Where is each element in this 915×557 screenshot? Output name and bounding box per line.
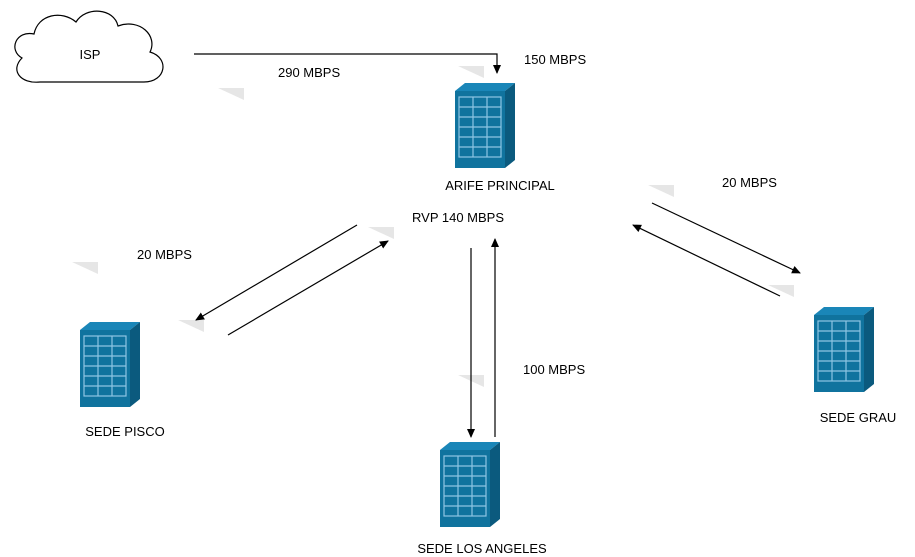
pisco-link-label: 20 MBPS — [137, 247, 192, 262]
office-building-icon — [454, 82, 516, 169]
office-building-icon — [813, 306, 875, 393]
pisco-label: SEDE PISCO — [85, 424, 164, 439]
office-building-icon — [79, 321, 141, 408]
isp-label: ISP — [80, 47, 101, 62]
pisco-node[interactable]: SEDE PISCO — [79, 321, 165, 439]
los-angeles-link-label: 100 MBPS — [523, 362, 585, 377]
principal-node[interactable]: ARIFE PRINCIPAL — [445, 82, 555, 193]
grau-link-label: 20 MBPS — [722, 175, 777, 190]
isp-node[interactable]: ISP — [14, 10, 164, 83]
grau-link[interactable] — [632, 202, 801, 297]
grau-label: SEDE GRAU — [820, 410, 897, 425]
principal-uplink-label: 150 MBPS — [524, 52, 586, 67]
office-building-icon — [439, 441, 501, 528]
los-angeles-link[interactable] — [467, 238, 499, 438]
isp-link[interactable] — [194, 53, 501, 74]
los-angeles-label: SEDE LOS ANGELES — [417, 541, 547, 556]
grau-node[interactable]: SEDE GRAU — [813, 306, 897, 425]
principal-label: ARIFE PRINCIPAL — [445, 178, 555, 193]
cloud-icon — [14, 10, 164, 83]
los-angeles-node[interactable]: SEDE LOS ANGELES — [417, 441, 547, 556]
pisco-link[interactable] — [195, 224, 389, 336]
rvp-label: RVP 140 MBPS — [412, 210, 504, 225]
isp-link-label: 290 MBPS — [278, 65, 340, 80]
background-decorations — [72, 66, 794, 387]
